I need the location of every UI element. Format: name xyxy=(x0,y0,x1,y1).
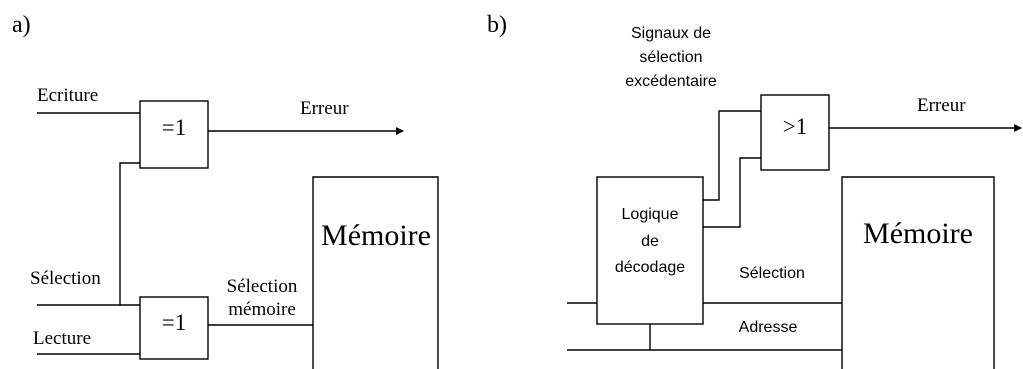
selection-label-b: Sélection xyxy=(739,265,805,282)
memory-block-b xyxy=(841,176,995,369)
memory-label-a: Mémoire xyxy=(321,219,431,252)
ecriture-label: Ecriture xyxy=(37,85,98,106)
decoder-label-1: Logique xyxy=(622,206,679,223)
error-label-a: Erreur xyxy=(300,98,349,119)
xor-gate-bottom xyxy=(139,296,209,360)
error-label-b: Erreur xyxy=(917,95,966,116)
memory-select-label-1: Sélection xyxy=(227,276,298,297)
panel-a-label: a) xyxy=(12,12,31,38)
panel-b: b) Signaux de sélection excédentaire >1 … xyxy=(487,12,1022,369)
xor-gate-bottom-label: =1 xyxy=(162,310,186,335)
memory-select-label-2: mémoire xyxy=(228,299,296,320)
or-gate xyxy=(760,94,830,171)
signals-label-1: Signaux de xyxy=(631,25,711,42)
panel-b-label: b) xyxy=(487,12,507,38)
selection-label-a: Sélection xyxy=(30,268,101,289)
panel-a: a) =1 =1 Mémoire Ecriture Erreur Sélecti… xyxy=(12,12,439,369)
signals-label-3: excédentaire xyxy=(625,73,717,90)
selection-wire xyxy=(37,162,140,306)
excess-signal-wire-1 xyxy=(703,110,761,201)
memory-label-b: Mémoire xyxy=(863,217,973,250)
decoder-label-2: de xyxy=(641,233,659,250)
address-label: Adresse xyxy=(739,319,798,336)
memory-block-a xyxy=(312,176,439,369)
xor-gate-top-label: =1 xyxy=(162,115,186,140)
xor-gate-top xyxy=(139,100,209,169)
lecture-label: Lecture xyxy=(33,328,91,349)
decoder-block xyxy=(596,176,704,325)
or-gate-label: >1 xyxy=(783,114,807,139)
decoder-label-3: décodage xyxy=(615,259,685,276)
excess-signal-wire-2 xyxy=(703,157,761,228)
signals-label-2: sélection xyxy=(639,49,702,66)
